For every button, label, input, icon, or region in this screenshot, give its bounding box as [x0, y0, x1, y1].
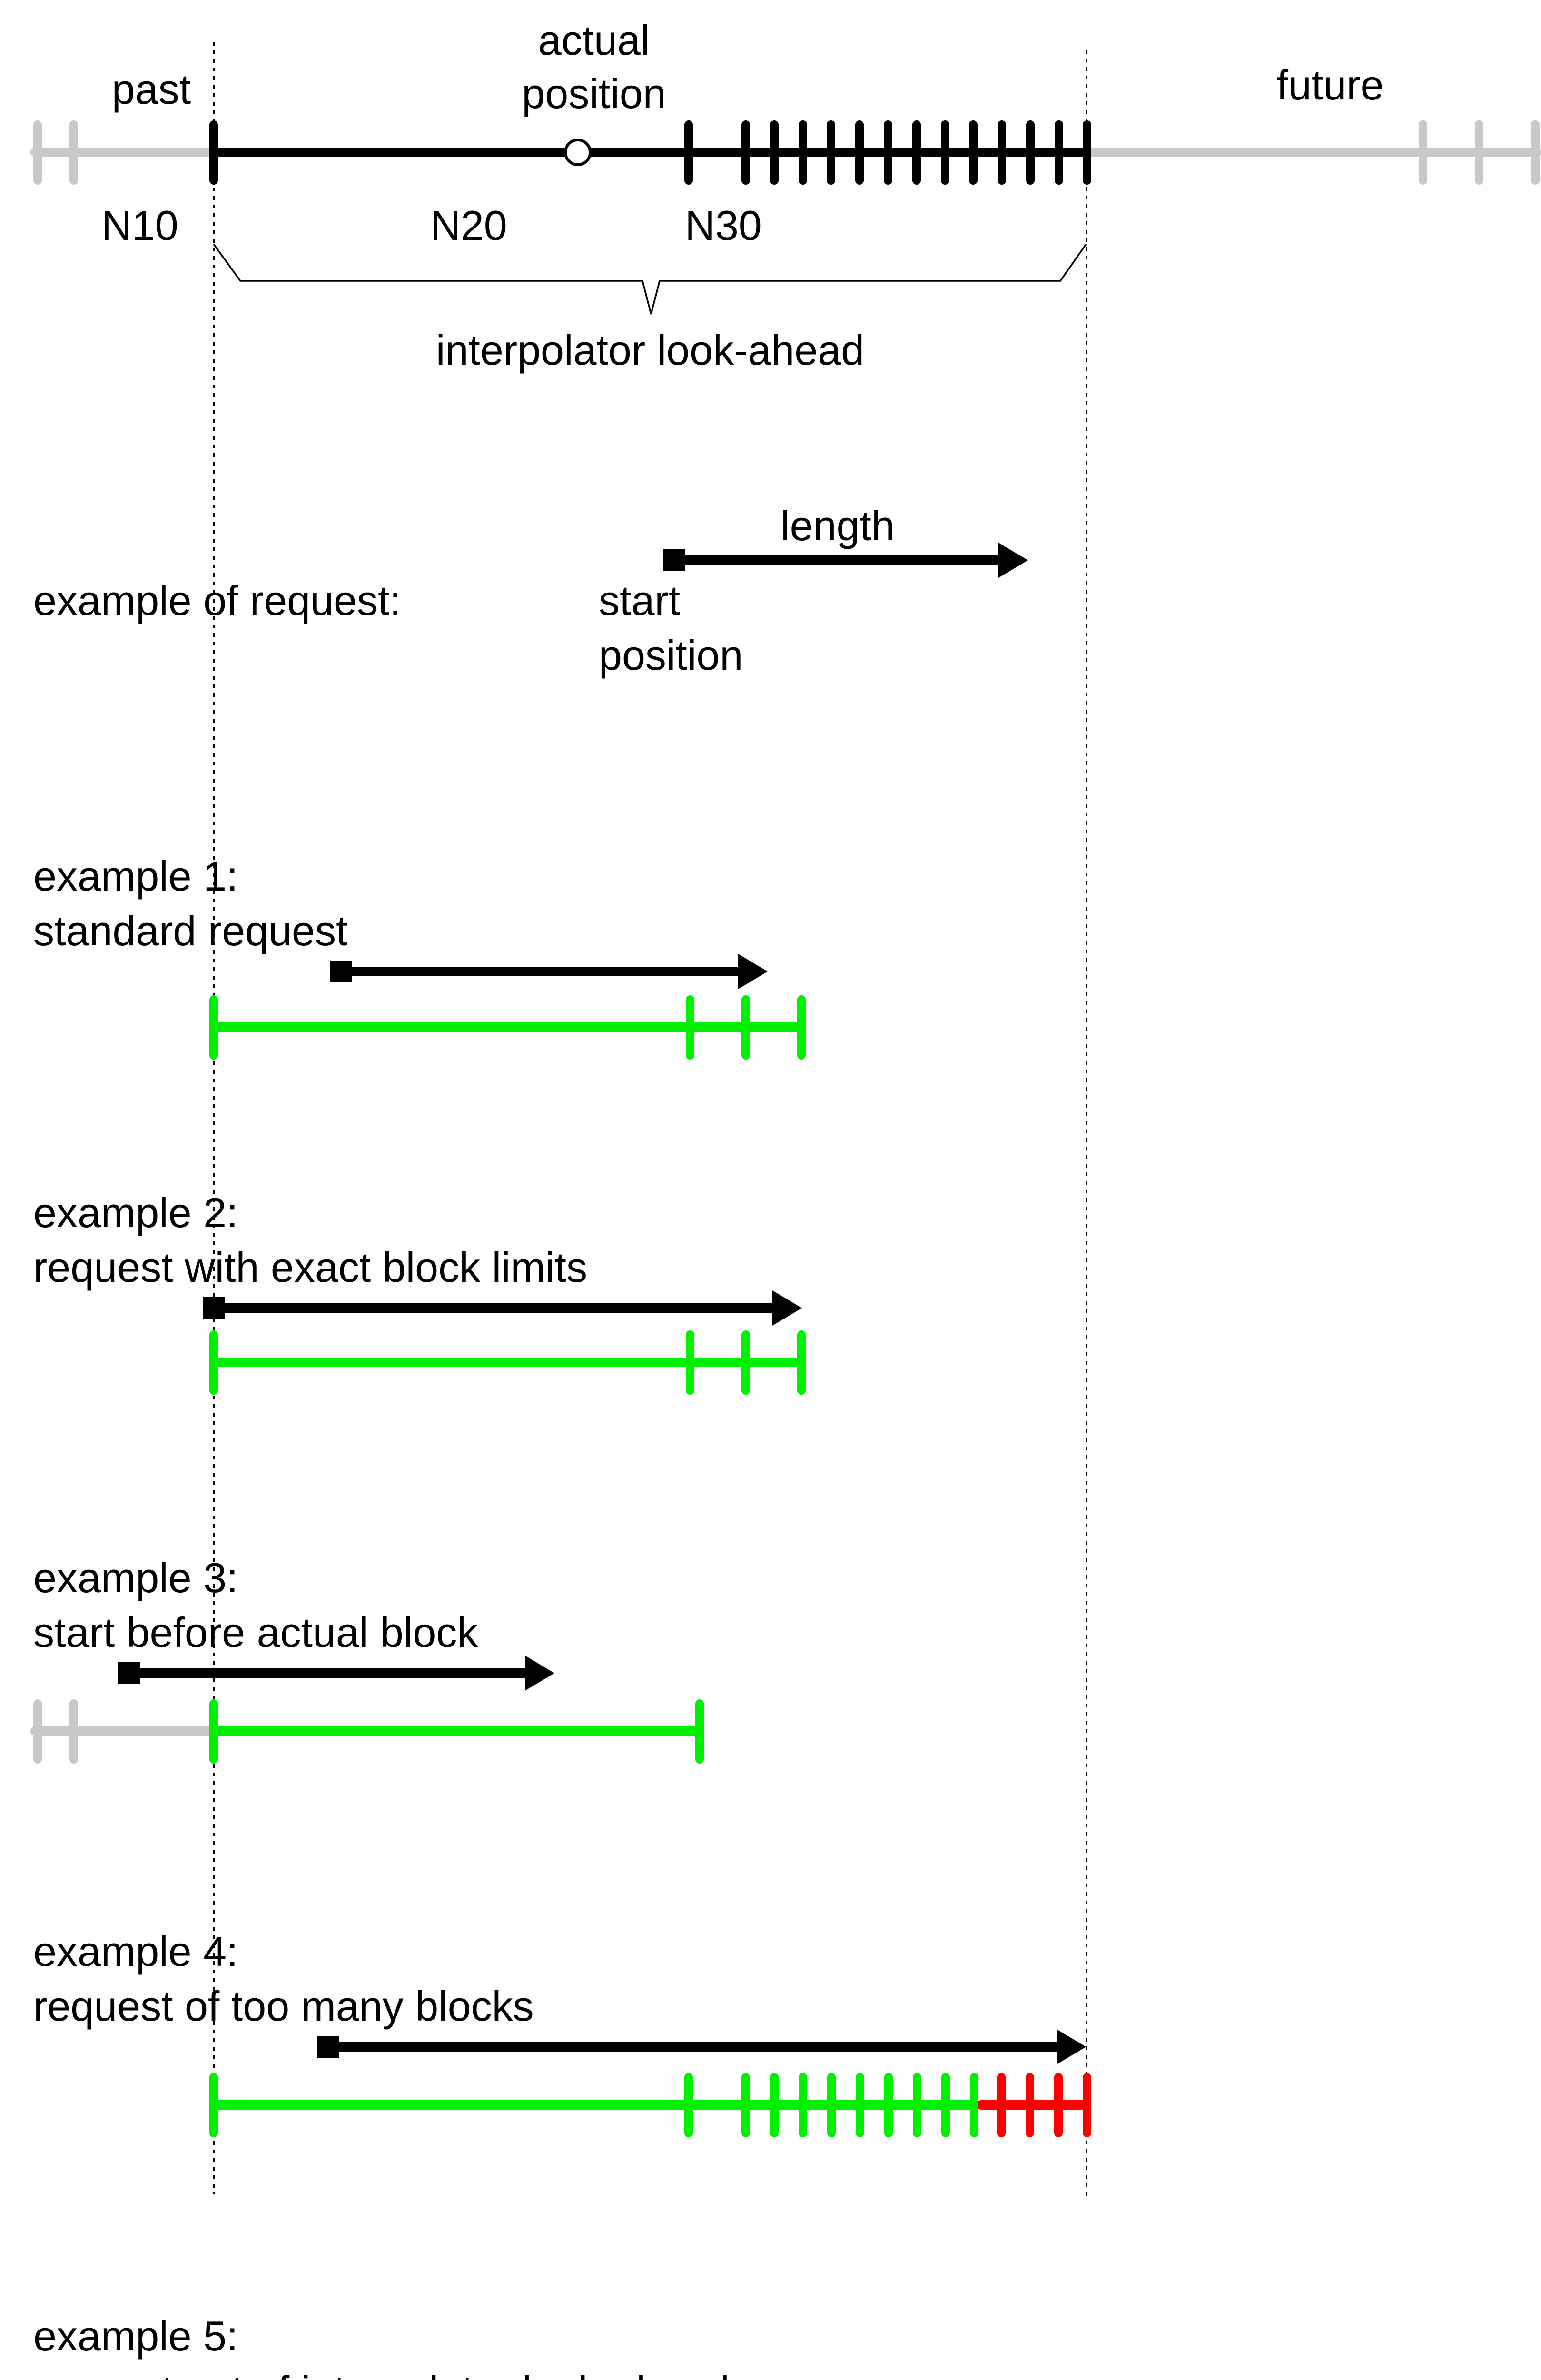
example2-title: example 2:: [33, 1189, 238, 1236]
request-demo-arrow-start-square: [663, 549, 685, 571]
block-boundary-tick: [912, 120, 921, 185]
example1-request-arrow-head: [738, 954, 768, 989]
block-label-n20: N20: [430, 202, 507, 249]
request-demo-arrow-head: [998, 543, 1028, 578]
example1-request-arrow-shaft: [349, 967, 741, 976]
block-boundary-tick: [1026, 120, 1035, 185]
block-boundary-tick: [799, 2073, 807, 2137]
block-boundary-tick: [33, 1699, 42, 1764]
block-boundary-tick: [969, 120, 978, 185]
example5-subtitle: request out of interpolator look-ahead: [33, 2364, 730, 2380]
block-boundary-tick: [33, 120, 42, 185]
request-caption: example of request:: [33, 577, 401, 624]
example1-title: example 1:: [33, 853, 238, 900]
example3-request-arrow-shaft: [137, 1668, 528, 1678]
block-boundary-tick: [684, 120, 693, 185]
example2-returned-blocks-line: [214, 1358, 801, 1367]
example1-returned-blocks-line: [214, 1022, 801, 1032]
block-boundary-tick: [209, 1330, 218, 1395]
block-boundary-tick: [884, 120, 892, 185]
block-boundary-tick: [797, 1330, 806, 1395]
block-boundary-tick: [855, 120, 864, 185]
block-boundary-tick: [1026, 2073, 1034, 2137]
start-position-label-line1: start: [599, 577, 681, 624]
block-boundary-tick: [827, 120, 835, 185]
actual-position-marker: [564, 139, 592, 166]
block-boundary-tick: [69, 120, 78, 185]
block-boundary-tick: [913, 2073, 921, 2137]
lookahead-label: interpolator look-ahead: [435, 327, 865, 374]
actual-position-label-line2: position: [522, 70, 666, 117]
block-boundary-tick: [1054, 2073, 1063, 2137]
length-label: length: [780, 502, 895, 549]
actual-position-label: actual position: [522, 14, 666, 120]
example2-request-arrow-start-square: [203, 1297, 225, 1319]
future-label: future: [1276, 61, 1384, 109]
example2-subtitle: request with exact block limits: [33, 1244, 587, 1291]
lookahead-start-boundary-line: [213, 42, 215, 2194]
example3-title: example 3:: [33, 1554, 238, 1601]
example1-subtitle: standard request: [33, 907, 348, 954]
block-boundary-tick: [209, 995, 218, 1060]
block-boundary-tick: [799, 120, 807, 185]
block-label-n30: N30: [685, 202, 762, 249]
lookahead-bracket: [213, 243, 1087, 315]
example3-past-segment: [30, 1726, 214, 1736]
block-boundary-tick: [741, 2073, 750, 2137]
example3-request-arrow-head: [525, 1656, 554, 1691]
block-boundary-tick: [998, 120, 1006, 185]
example4-subtitle: request of too many blocks: [33, 1983, 534, 2030]
block-boundary-tick: [686, 995, 694, 1060]
example1-request-arrow-start-square: [330, 961, 352, 982]
past-label: past: [111, 66, 191, 113]
example5-title: example 5:: [33, 2312, 238, 2360]
example4-returned-blocks-line: [214, 2100, 977, 2110]
block-boundary-tick: [741, 1330, 750, 1395]
actual-position-label-line1: actual: [538, 17, 650, 64]
block-boundary-tick: [770, 120, 779, 185]
block-boundary-tick: [941, 120, 949, 185]
block-boundary-tick: [741, 995, 750, 1060]
block-boundary-tick: [741, 120, 750, 185]
example4-request-arrow-start-square: [317, 2036, 339, 2058]
example4-request-arrow-shaft: [336, 2042, 1060, 2052]
block-boundary-tick: [1083, 120, 1091, 185]
block-boundary-tick: [686, 1330, 694, 1395]
timeline-past-segment: [30, 148, 214, 157]
timeline-lookahead-segment: [214, 148, 1087, 157]
block-boundary-tick: [1419, 120, 1427, 185]
lookahead-end-boundary-line: [1085, 50, 1087, 2198]
block-boundary-tick: [884, 2073, 893, 2137]
block-boundary-tick: [1083, 2073, 1091, 2137]
example4-title: example 4:: [33, 1928, 238, 1975]
block-boundary-tick: [695, 1699, 704, 1764]
example2-request-arrow-shaft: [222, 1303, 776, 1313]
block-label-n10: N10: [101, 202, 178, 249]
block-boundary-tick: [209, 1699, 218, 1764]
example3-request-arrow-start-square: [118, 1662, 140, 1684]
example3-subtitle: start before actual block: [33, 1609, 478, 1656]
block-boundary-tick: [684, 2073, 693, 2137]
block-boundary-tick: [856, 2073, 864, 2137]
block-boundary-tick: [209, 120, 218, 185]
block-boundary-tick: [209, 2073, 218, 2137]
block-boundary-tick: [1531, 120, 1540, 185]
block-boundary-tick: [1055, 120, 1063, 185]
block-boundary-tick: [941, 2073, 950, 2137]
block-boundary-tick: [997, 2073, 1006, 2137]
timeline-future-segment: [1087, 148, 1541, 157]
block-boundary-tick: [69, 1699, 78, 1764]
request-demo-arrow-shaft: [682, 555, 1002, 565]
example3-returned-blocks-line: [214, 1726, 700, 1736]
block-boundary-tick: [970, 2073, 978, 2137]
block-boundary-tick: [770, 2073, 779, 2137]
example4-request-arrow-head: [1057, 2029, 1086, 2064]
start-position-label-line2: position: [599, 632, 743, 679]
block-boundary-tick: [827, 2073, 836, 2137]
block-boundary-tick: [1475, 120, 1483, 185]
block-boundary-tick: [797, 995, 806, 1060]
example2-request-arrow-head: [772, 1290, 802, 1326]
